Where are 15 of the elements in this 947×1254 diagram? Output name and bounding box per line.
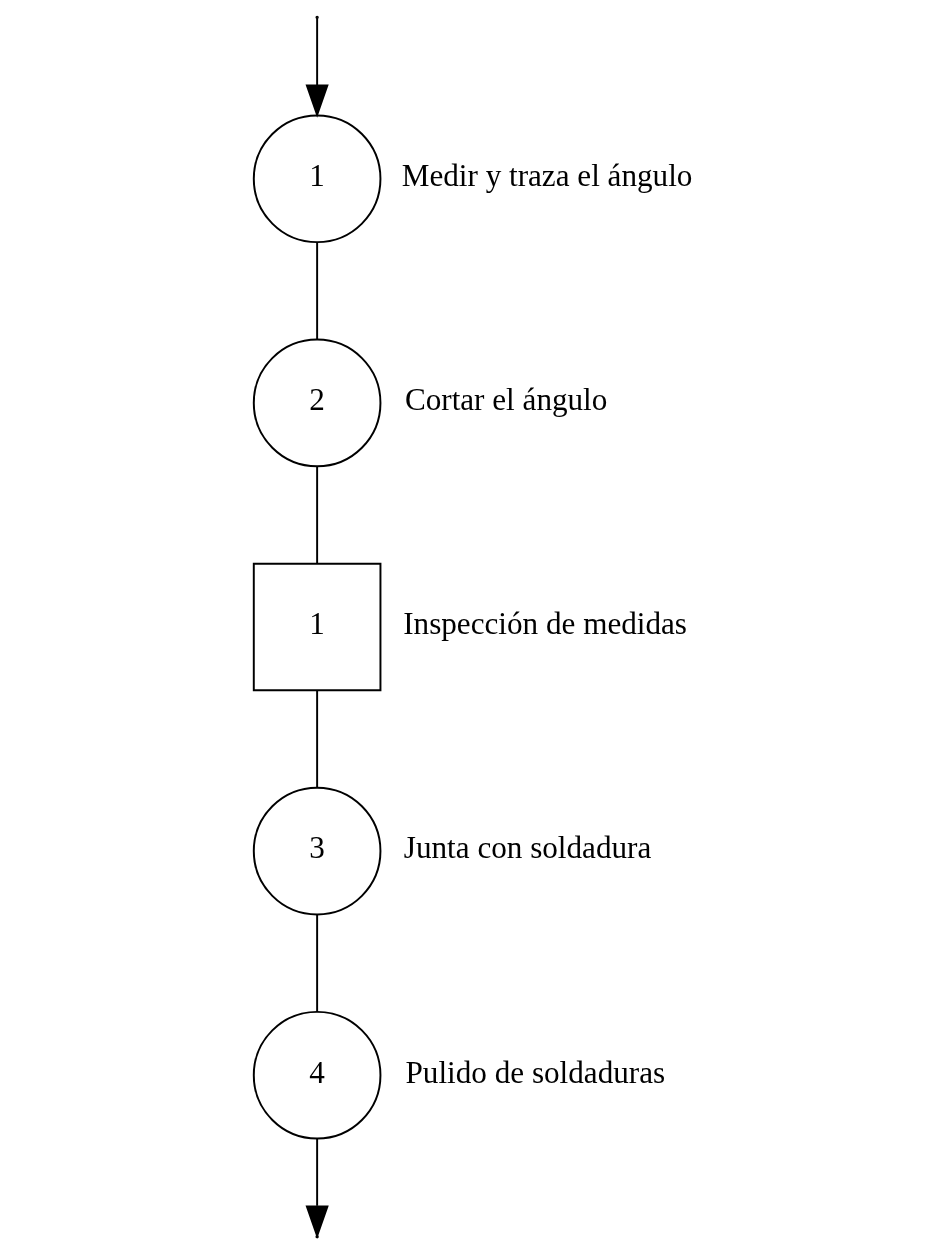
arrow [305, 17, 329, 118]
connector [316, 689, 319, 789]
node-circle: 3 [252, 786, 382, 916]
node-box: 1 [252, 562, 382, 692]
connector [316, 241, 319, 341]
node-label: Pulido de soldaduras [405, 1054, 666, 1090]
node-circle: 4 [252, 1010, 382, 1140]
node-label: Cortar el ángulo [404, 382, 608, 418]
node-circle: 2 [252, 338, 382, 468]
node-label: Junta con soldadura [403, 830, 652, 866]
connector [316, 465, 319, 565]
connector [316, 914, 319, 1013]
node-label: Medir y traza el ángulo [401, 158, 693, 194]
node-label: Inspección de medidas [403, 606, 687, 642]
node-circle: 1 [252, 114, 382, 244]
